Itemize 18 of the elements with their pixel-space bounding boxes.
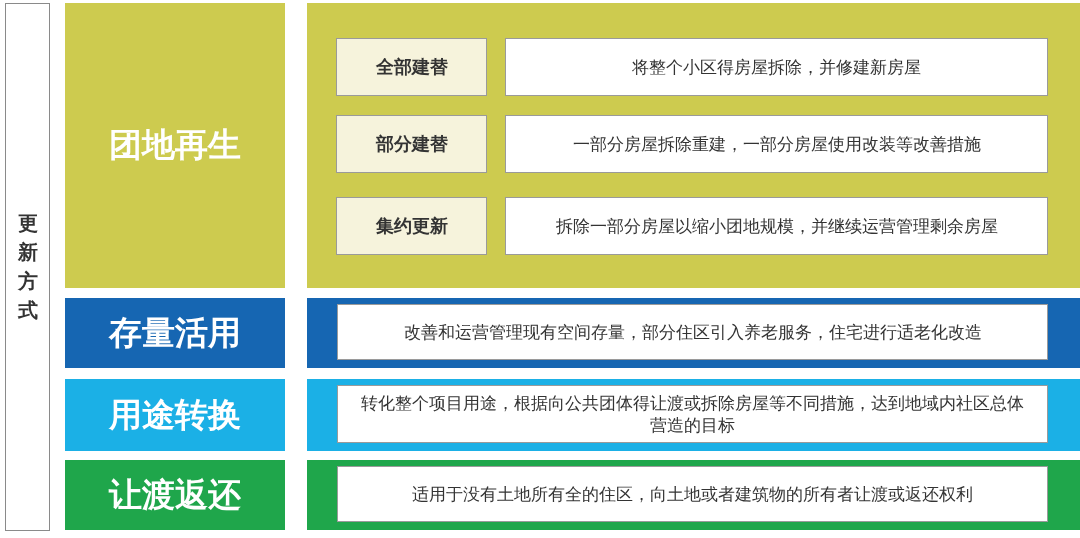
description-box: 转化整个项目用途，根据向公共团体得让渡或拆除房屋等不同措施，达到地域内社区总体营造的目标 <box>337 385 1048 443</box>
category-box: 让渡返还 <box>65 460 285 530</box>
category-box: 用途转换 <box>65 379 285 451</box>
panel-background <box>307 3 1080 288</box>
description-box: 一部分房屋拆除重建，一部分房屋使用改装等改善措施 <box>505 115 1048 173</box>
category-box: 存量活用 <box>65 298 285 368</box>
description-box: 将整个小区得房屋拆除，并修建新房屋 <box>505 38 1048 96</box>
label-box: 部分建替 <box>336 115 487 173</box>
description-box: 改善和运营管理现有空间存量，部分住区引入养老服务，住宅进行适老化改造 <box>337 304 1048 360</box>
description-box: 拆除一部分房屋以缩小团地规模，并继续运营管理剩余房屋 <box>505 197 1048 255</box>
label-box: 全部建替 <box>336 38 487 96</box>
description-box: 适用于没有土地所有全的住区，向土地或者建筑物的所有者让渡或返还权利 <box>337 466 1048 522</box>
panel-background <box>307 298 1080 368</box>
panel-background <box>307 379 1080 451</box>
category-column: 更新方式 <box>5 3 50 531</box>
category-box: 团地再生 <box>65 3 285 288</box>
panel-background <box>307 460 1080 530</box>
label-box: 集约更新 <box>336 197 487 255</box>
